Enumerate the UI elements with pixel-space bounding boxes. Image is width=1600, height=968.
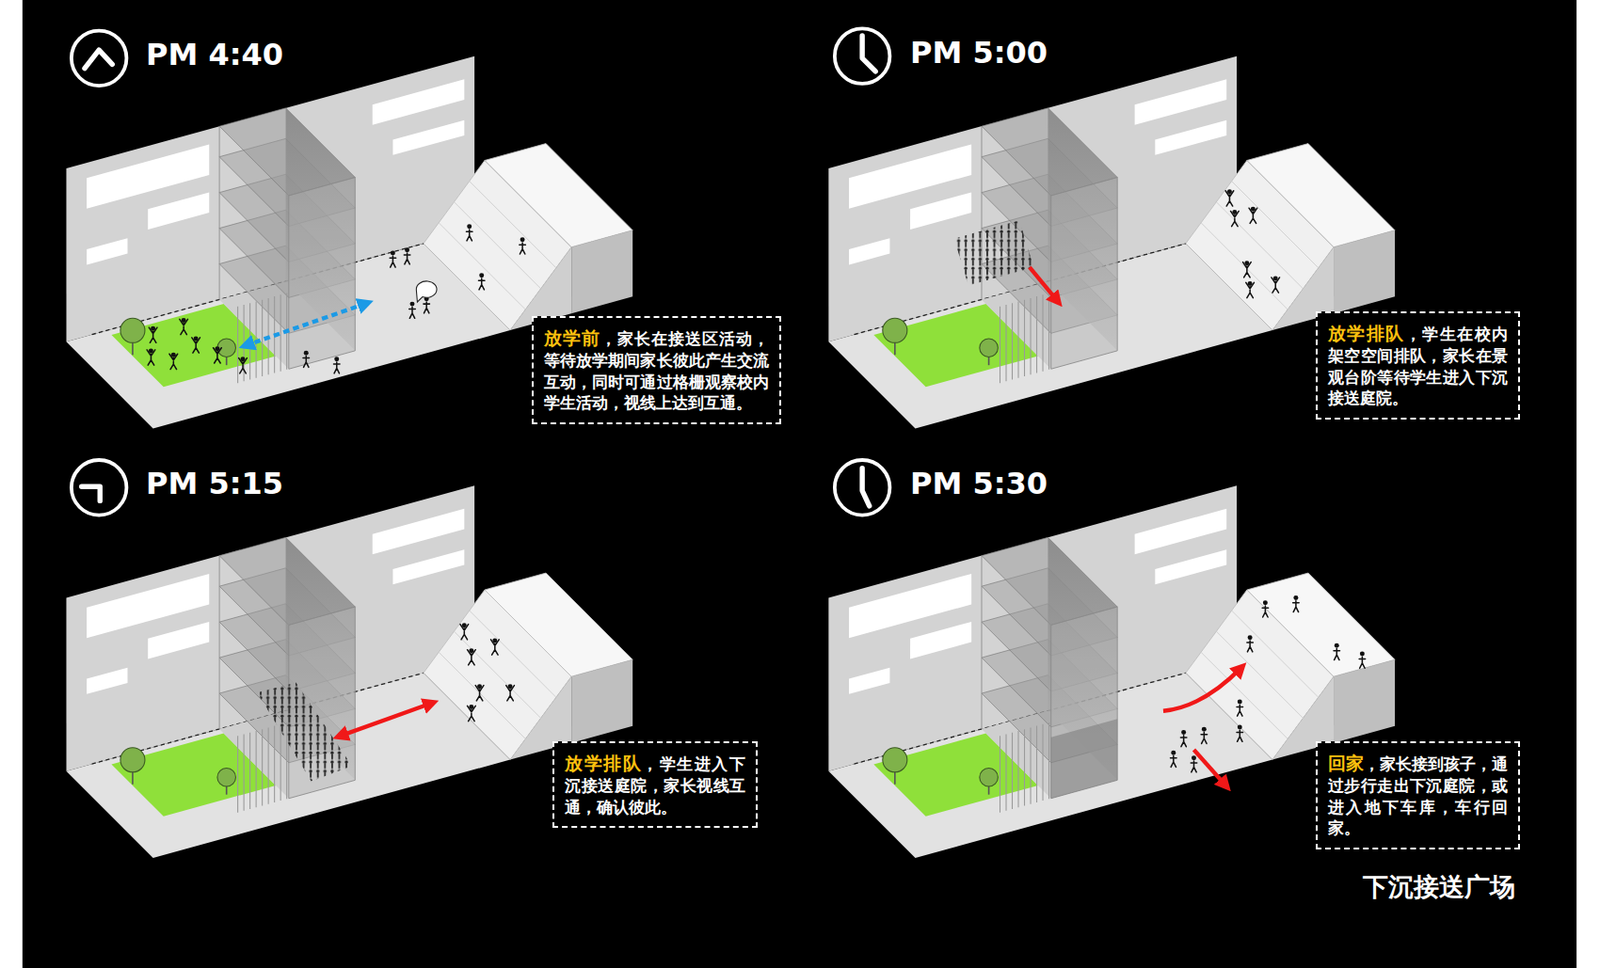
step-heading: 放学排队	[564, 752, 642, 774]
family	[1247, 635, 1254, 653]
panel-scene	[828, 56, 1395, 430]
clock-icon	[834, 460, 891, 516]
clock-icon	[71, 31, 128, 87]
student-queue	[954, 220, 1035, 286]
sightline-arrow	[244, 303, 368, 347]
family	[1170, 751, 1178, 768]
clock-hands	[862, 468, 870, 507]
parent	[519, 237, 527, 255]
flow-arrow	[1029, 267, 1058, 303]
parent	[467, 648, 477, 666]
parent	[1225, 189, 1234, 207]
parent	[1243, 260, 1252, 278]
student	[169, 352, 178, 370]
parent	[409, 302, 416, 320]
panel-scene	[828, 485, 1395, 859]
family	[1190, 755, 1198, 773]
parent	[1246, 281, 1255, 299]
scene	[65, 485, 633, 859]
parent	[303, 351, 310, 368]
family	[1333, 643, 1341, 661]
family	[1200, 727, 1208, 745]
caption: 下沉接送广场	[1362, 872, 1516, 903]
clock-icon	[71, 460, 128, 516]
scene	[828, 485, 1395, 859]
flow-arrow	[1163, 667, 1242, 712]
parent	[506, 684, 515, 702]
clock-hands	[84, 49, 112, 69]
time-label: PM 4:40	[145, 37, 284, 72]
flow-arrow	[1193, 750, 1227, 787]
parent	[403, 247, 411, 265]
time-label: PM 5:30	[910, 466, 1048, 501]
speech-bubble	[416, 281, 437, 303]
step-heading: 放学排队	[1328, 322, 1406, 344]
parent	[460, 623, 469, 640]
family	[1180, 730, 1187, 748]
parent	[1271, 276, 1280, 294]
time-label: PM 5:15	[145, 466, 284, 501]
sightline-arrow	[338, 703, 433, 737]
parent	[478, 272, 485, 290]
step-box: 回家，家长接到孩子，通过步行走出下沉庭院，或进入地下车库，车行回家。	[1315, 741, 1520, 850]
step-box: 放学前，家长在接送区活动，等待放学期间家长彼此产生交流互动，同时可通过格栅观察校…	[531, 316, 782, 425]
parent	[467, 704, 477, 722]
panel-scene	[65, 485, 633, 859]
parent	[475, 684, 484, 702]
student	[192, 336, 201, 353]
clock-hands	[862, 35, 876, 72]
clock-hands	[81, 486, 101, 501]
family	[1236, 725, 1244, 743]
parent	[490, 638, 499, 656]
parent	[334, 356, 341, 374]
scene	[828, 56, 1395, 430]
step-box: 放学排队，学生进入下沉接送庭院，家长视线互通，确认彼此。	[552, 741, 758, 829]
parent	[389, 250, 397, 268]
student	[179, 318, 189, 336]
student	[146, 349, 156, 367]
step-heading: 回家	[1328, 752, 1364, 774]
time-label: PM 5:00	[910, 35, 1048, 70]
student	[148, 326, 158, 344]
parent	[465, 224, 473, 241]
parent	[423, 296, 431, 314]
family	[1236, 700, 1244, 718]
parent	[1248, 207, 1258, 224]
clock-icon	[834, 28, 891, 84]
family	[1359, 652, 1366, 670]
student-queue	[256, 682, 352, 782]
step-heading: 放学前	[544, 327, 601, 349]
background	[22, 0, 1577, 968]
parent	[1231, 209, 1240, 227]
student	[239, 356, 248, 374]
step-box: 放学排队，学生在校内架空空间排队，家长在景观台阶等待学生进入下沉接送庭院。	[1315, 311, 1520, 420]
student	[213, 346, 223, 364]
family	[1262, 600, 1269, 618]
garage-entrance	[1051, 719, 1118, 799]
family	[1293, 595, 1300, 613]
